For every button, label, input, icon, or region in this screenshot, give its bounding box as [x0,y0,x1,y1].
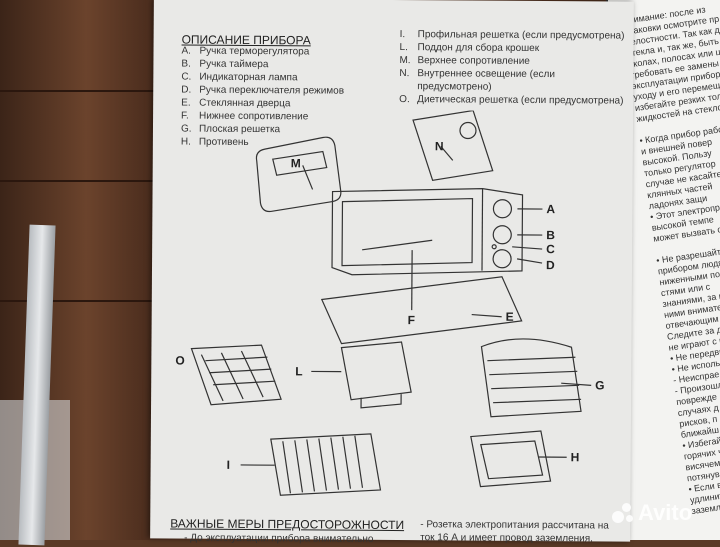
avito-watermark: Avito [612,500,692,526]
table-plank-seam [0,300,170,302]
inset-frame-n [412,109,494,181]
label-d: D [546,258,555,272]
label-l: L [295,364,302,378]
oven-diagram: M N A B C D E F O L G I H [175,109,605,496]
mode-knob-icon [492,249,512,269]
table-plank-seam [0,180,170,182]
inset-frame-m [255,136,342,213]
list-item: A.Ручка терморегулятора [181,45,310,58]
list-item: C.Индикаторная лампа [181,71,298,84]
glass-door [320,276,523,345]
avito-logo-icon [612,503,634,525]
label-a: A [546,202,555,216]
label-m: M [291,156,301,170]
lower-element-f [362,239,433,251]
label-g: G [595,378,604,392]
list-item: B.Ручка таймера [181,58,269,71]
label-h: H [571,450,580,464]
flat-rack-g [480,338,582,418]
diet-rack-o [190,344,282,406]
heating-element-m [272,150,328,176]
table-plank-seam [0,90,170,92]
label-f: F [408,313,415,327]
list-item: O.Диетическая решетка (если предусмотрен… [399,94,624,107]
thermostat-knob-icon [492,199,513,219]
footer-text-left: - До эксплуатации прибора внимательно [184,532,374,545]
oven-cavity [341,197,474,267]
manual-page: ОПИСАНИЕ ПРИБОРА A.Ручка терморегулятора… [150,0,634,545]
label-i: I [227,458,230,472]
label-n: N [435,139,444,153]
timer-knob-icon [492,225,512,245]
lamp-icon [459,121,477,140]
section-title: ВАЖНЫЕ МЕРЫ ПРЕДОСТОРОЖНОСТИ [170,516,405,533]
label-o: O [175,353,184,367]
baking-pan-h [470,430,552,488]
parts-list-right: I.Профильная решетка (если предусмотрена… [399,28,624,108]
list-item: D.Ручка переключателя режимов [181,84,345,97]
label-c: C [546,242,555,256]
indicator-lamp-icon [491,244,497,250]
label-e: E [506,310,514,324]
crumb-tray-l [340,341,412,401]
profile-rack-i [270,433,382,496]
label-b: B [546,228,555,242]
footer-text-right: - Розетка электропитания рассчитана на т… [420,519,609,545]
